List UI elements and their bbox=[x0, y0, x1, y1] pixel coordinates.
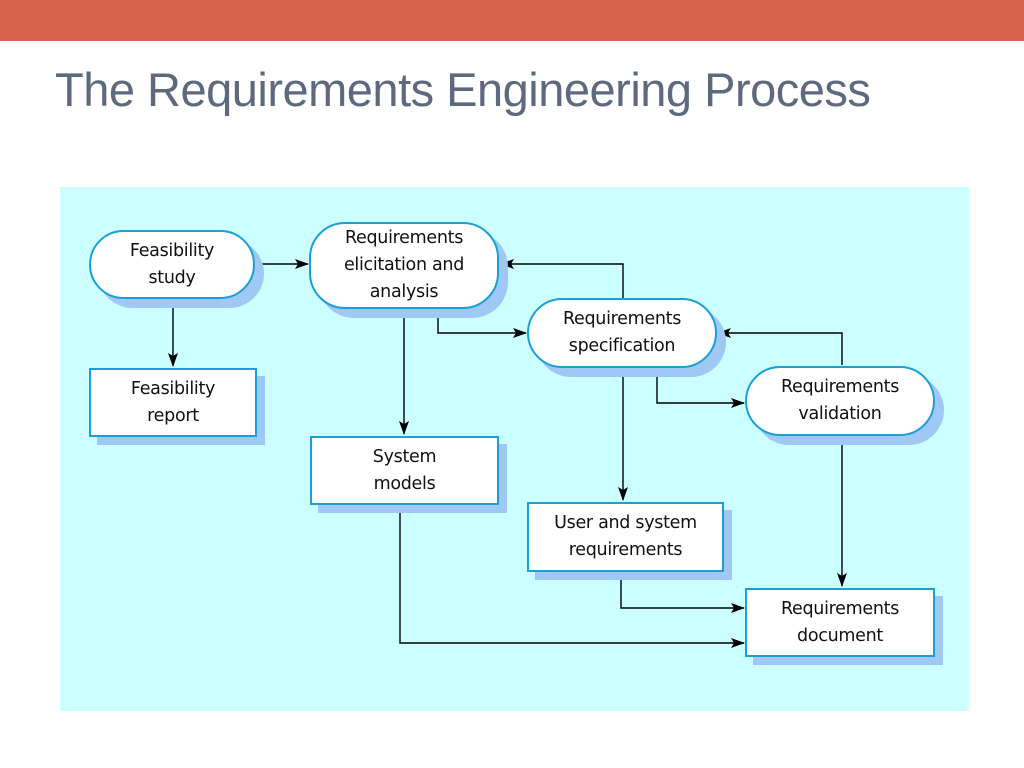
arrow-elicitation-to-specification bbox=[437, 310, 527, 338]
node-user-system-requirements: User and system requirements bbox=[527, 502, 724, 572]
top-accent-bar bbox=[0, 0, 1024, 41]
node-requirements-validation: Requirements validation bbox=[745, 366, 935, 436]
node-system-models: System models bbox=[310, 436, 499, 505]
arrow-specification-to-elicitation bbox=[500, 259, 624, 298]
slide-title: The Requirements Engineering Process bbox=[55, 63, 871, 116]
arrow-system-models-to-document bbox=[399, 504, 745, 648]
node-feasibility-study: Feasibility study bbox=[89, 230, 255, 299]
node-requirements-specification: Requirements specification bbox=[527, 298, 717, 368]
arrow-specification-to-validation bbox=[656, 368, 745, 408]
node-requirements-elicitation: Requirements elicitation and analysis bbox=[309, 222, 499, 309]
arrow-validation-to-specification bbox=[717, 328, 843, 365]
arrow-user-requirements-to-document bbox=[620, 571, 745, 613]
node-feasibility-report: Feasibility report bbox=[89, 368, 257, 437]
node-requirements-document: Requirements document bbox=[745, 588, 935, 657]
